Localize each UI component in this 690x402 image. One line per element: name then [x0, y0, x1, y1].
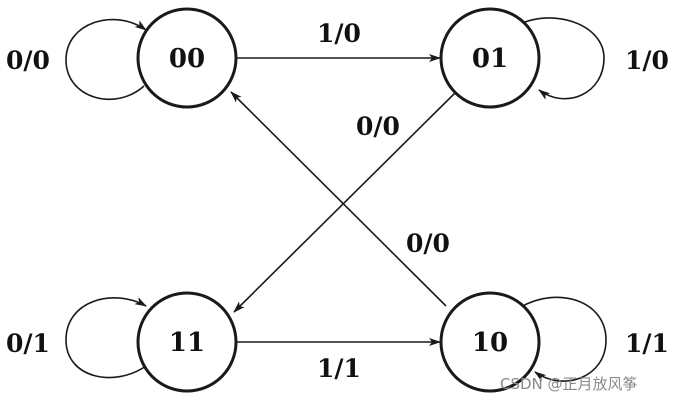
label-t00-01: 1/0	[317, 19, 361, 48]
watermark: CSDN @正月放风筝	[500, 375, 638, 393]
label-t00-00: 0/0	[6, 46, 50, 75]
loop-00	[65, 18, 147, 101]
edge-01-to-11	[233, 91, 457, 313]
state-00: 00	[136, 7, 238, 109]
loop-01	[512, 17, 605, 100]
label-t10-10: 1/1	[625, 329, 669, 358]
state-10-label: 10	[472, 328, 508, 358]
label-t11-11: 0/1	[6, 329, 50, 358]
loop-11	[65, 297, 147, 379]
loop-10	[520, 296, 607, 382]
state-10: 10	[439, 291, 541, 393]
state-01-label: 01	[472, 44, 508, 74]
state-11-label: 11	[169, 328, 205, 358]
state-11: 11	[136, 291, 238, 393]
edge-10-to-00	[230, 91, 447, 307]
state-01: 01	[439, 7, 541, 109]
label-t01-01: 1/0	[625, 46, 669, 75]
label-t10-00: 0/0	[406, 229, 450, 258]
state-00-label: 00	[169, 44, 205, 74]
label-t11-10: 1/1	[317, 354, 361, 383]
label-t01-11: 0/0	[356, 112, 400, 141]
